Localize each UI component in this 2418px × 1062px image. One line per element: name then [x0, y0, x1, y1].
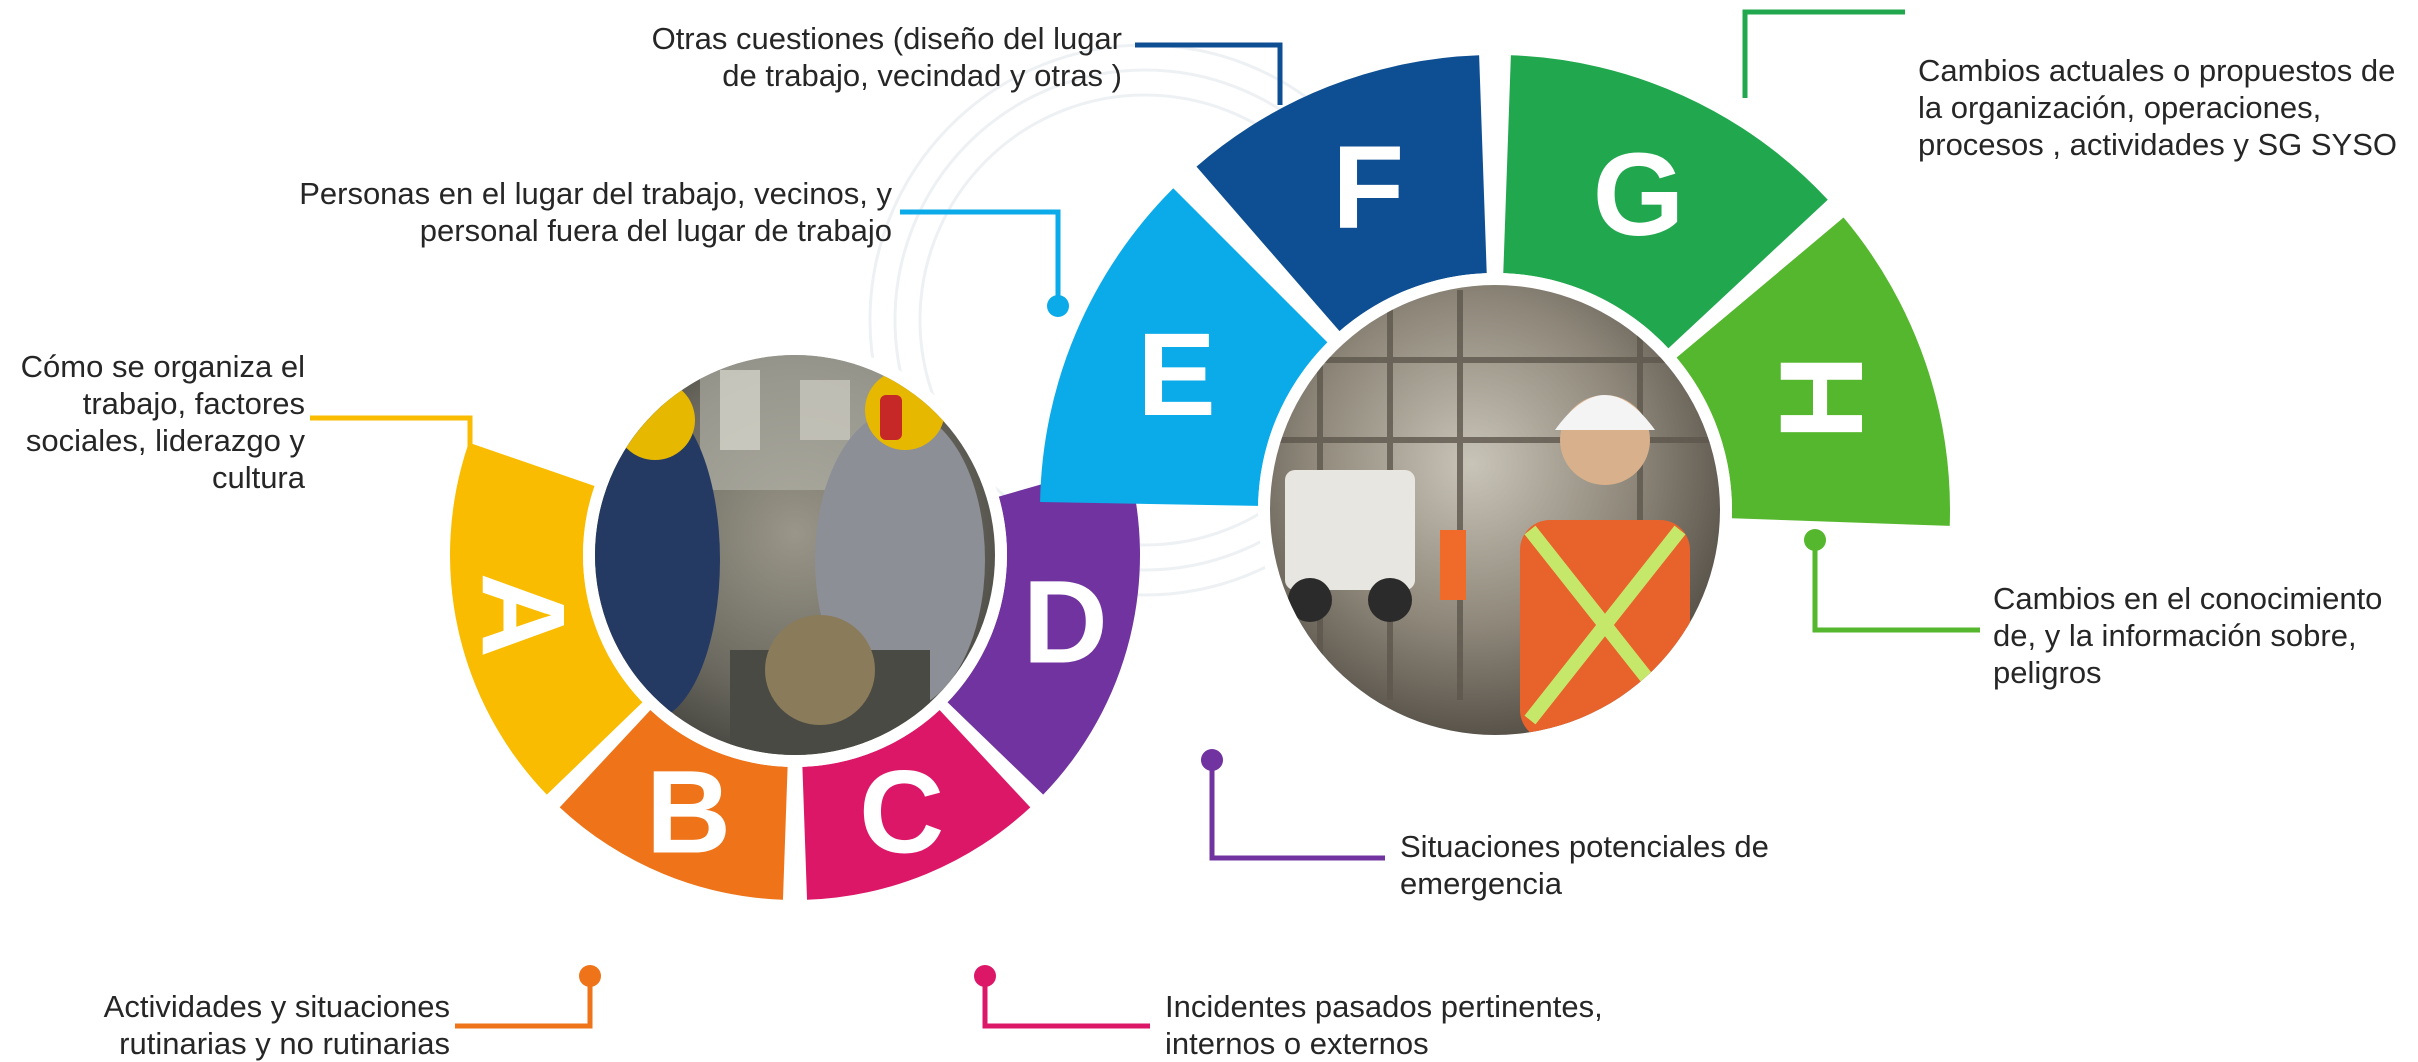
segment-letter-b: B — [646, 746, 731, 878]
connector-b — [455, 976, 593, 1029]
segment-letter-h: H — [1756, 355, 1888, 440]
connector-dot-e — [1047, 295, 1069, 317]
segment-letter-c: C — [859, 746, 944, 878]
label-e: Personas en el lugar del trabajo, vecino… — [299, 176, 892, 248]
connector-d — [1209, 760, 1385, 861]
segment-a — [449, 442, 643, 795]
label-c: Incidentes pasados pertinentes,internos … — [1165, 989, 1603, 1061]
construction-site-photo — [1258, 273, 1732, 747]
segment-e — [1040, 188, 1328, 506]
segment-c — [802, 710, 1031, 900]
connector-dot-a — [459, 504, 481, 526]
segment-letter-g: G — [1593, 129, 1685, 261]
segment-letter-d: D — [1023, 556, 1108, 688]
connector-c — [982, 976, 1150, 1029]
connector-h — [1812, 540, 1980, 633]
segment-h — [1676, 217, 1950, 526]
connector-f — [1135, 42, 1283, 105]
connector-e — [900, 209, 1061, 306]
segment-g — [1503, 55, 1828, 349]
workshop-grinding-photo — [583, 343, 1007, 767]
segment-letter-e: E — [1137, 309, 1216, 441]
connector-dot-b — [579, 965, 601, 987]
connector-lines — [310, 9, 1980, 1029]
connector-dot-h — [1804, 529, 1826, 551]
segment-f — [1196, 55, 1487, 332]
connector-g — [1742, 9, 1905, 98]
segment-letter-f: F — [1332, 122, 1404, 254]
segment-letter-a: A — [457, 573, 589, 658]
connector-a — [310, 415, 473, 515]
connector-dot-c — [974, 965, 996, 987]
connector-dot-d — [1201, 749, 1223, 771]
segment-b — [559, 710, 788, 900]
segment-d — [947, 459, 1140, 795]
